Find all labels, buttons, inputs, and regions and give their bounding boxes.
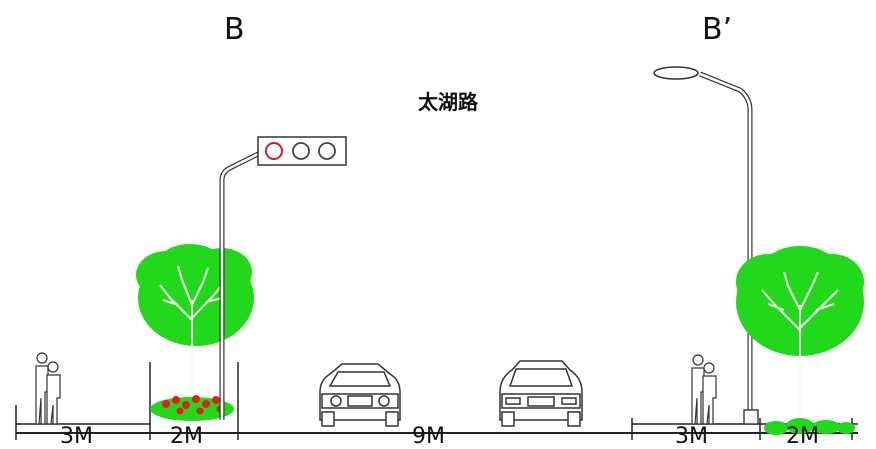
car-left xyxy=(319,363,401,427)
car-right xyxy=(499,360,583,427)
shrubs-right xyxy=(764,418,855,435)
traffic-light xyxy=(257,136,347,166)
width-label-carriageway: 9M xyxy=(412,424,445,449)
tree-left xyxy=(136,244,254,405)
road-name: 太湖路 xyxy=(418,90,479,114)
signal-amber-lamp xyxy=(292,142,310,160)
signal-green-lamp xyxy=(318,142,336,160)
street-lamp xyxy=(653,66,759,425)
pedestrian-figures-right xyxy=(691,354,717,425)
width-label-sidewalk-left: 3M xyxy=(60,424,93,449)
pedestrian-figures-left xyxy=(35,352,61,425)
section-end-label: B’ xyxy=(702,12,732,47)
traffic-signal-pole xyxy=(219,149,264,420)
section-start-label: B xyxy=(224,12,245,47)
flower-bed-left xyxy=(150,395,234,421)
width-label-green-belt-left: 2M xyxy=(170,424,203,449)
tree-right xyxy=(736,246,864,424)
width-label-sidewalk-right: 3M xyxy=(675,424,708,449)
width-label-green-belt-right: 2M xyxy=(786,424,819,449)
signal-red-lamp xyxy=(265,142,283,160)
